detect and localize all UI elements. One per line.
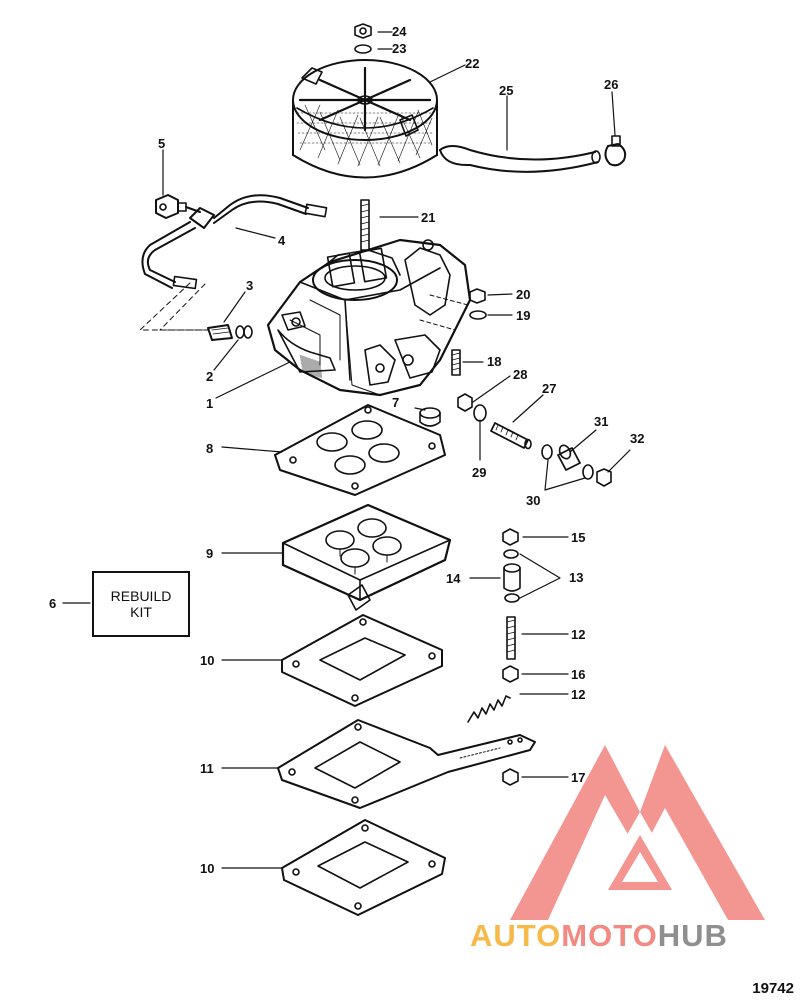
callout-29: 28: [513, 367, 528, 382]
washer-14a: [503, 549, 519, 559]
washer-31b: [582, 464, 594, 480]
callout-16: 15: [571, 530, 586, 545]
gasket-8: [274, 404, 446, 496]
gasket-10-lower: [281, 819, 446, 916]
dashed-reference-lines: [139, 282, 209, 331]
callout-28: 27: [542, 381, 557, 396]
callout-14: 13: [569, 570, 584, 585]
washer-20: [469, 310, 487, 320]
callout-31: 30: [526, 493, 541, 508]
callout-6: 6: [49, 596, 57, 611]
rebuild-kit-line2: KIT: [130, 604, 152, 620]
callout-4: 4: [278, 233, 286, 248]
rebuild-kit-box: REBUILD KIT: [92, 571, 190, 637]
watermark-logo: [510, 745, 765, 920]
stud-19: [451, 349, 461, 376]
nut-18: [502, 768, 519, 786]
nut-33: [596, 468, 612, 487]
nut-16: [502, 528, 519, 546]
callout-10-upper: 10: [200, 653, 215, 668]
gasket-11: [277, 719, 536, 809]
callout-1: 1: [206, 396, 214, 411]
carburetor-1: [266, 238, 472, 397]
callout-10-lower: 10: [200, 861, 215, 876]
callout-12: 12: [571, 687, 586, 702]
callout-3: 3: [246, 278, 254, 293]
washer-30: [473, 404, 487, 422]
watermark-hub: HUB: [657, 918, 728, 953]
washer-14b: [504, 593, 520, 603]
figure-number: 19742: [752, 980, 794, 997]
washer-24: [354, 44, 372, 54]
rebuild-kit-line1: REBUILD: [110, 587, 172, 604]
air-cleaner-23: [292, 59, 438, 179]
callout-20: 19: [516, 308, 531, 323]
spacer-9: [281, 503, 452, 611]
callout-26: 25: [499, 83, 514, 98]
watermark-moto: MOTO: [561, 918, 658, 953]
callout-18: 17: [571, 770, 586, 785]
callout-2: 2: [206, 369, 214, 384]
plug-7: [419, 407, 441, 427]
watermark-text: AUTOMOTOHUB: [470, 918, 728, 954]
nut-25: [354, 23, 372, 39]
hose-clamp-27: [604, 135, 627, 167]
nut-21: [469, 288, 486, 304]
fuel-line-4: [141, 194, 328, 290]
watermark-auto: AUTO: [470, 918, 562, 953]
fuel-filter-3: [207, 324, 233, 341]
callout-22: 21: [421, 210, 436, 225]
spring-2: [235, 325, 253, 339]
callout-30: 29: [472, 465, 487, 480]
gasket-10-upper: [281, 614, 443, 707]
callout-15: 14: [446, 571, 461, 586]
stud-28: [490, 422, 532, 450]
callout-8: 8: [206, 441, 214, 456]
callout-27: 26: [604, 77, 619, 92]
nut-17: [502, 665, 519, 683]
callout-13: 12: [571, 627, 586, 642]
stud-13: [506, 616, 516, 660]
callout-32: 31: [594, 414, 609, 429]
callout-23: 22: [465, 56, 480, 71]
fitting-5: [155, 194, 187, 219]
callout-5: 5: [158, 136, 166, 151]
callout-9: 9: [206, 546, 214, 561]
callout-19: 18: [487, 354, 502, 369]
spacer-15: [503, 563, 521, 592]
spring-12: [467, 695, 511, 723]
spacer-32: [557, 444, 581, 471]
callout-33: 32: [630, 431, 645, 446]
callout-11: 11: [200, 761, 214, 776]
callout-24: 23: [392, 41, 407, 56]
hose-26: [439, 145, 601, 173]
leader-lines: [62, 31, 631, 869]
nut-29: [457, 393, 473, 412]
callout-7: 7: [392, 395, 400, 410]
callout-21: 20: [516, 287, 531, 302]
washer-31a: [541, 444, 553, 460]
callout-17: 16: [571, 667, 586, 682]
callout-25: 24: [392, 24, 407, 39]
stud-22: [360, 199, 370, 251]
